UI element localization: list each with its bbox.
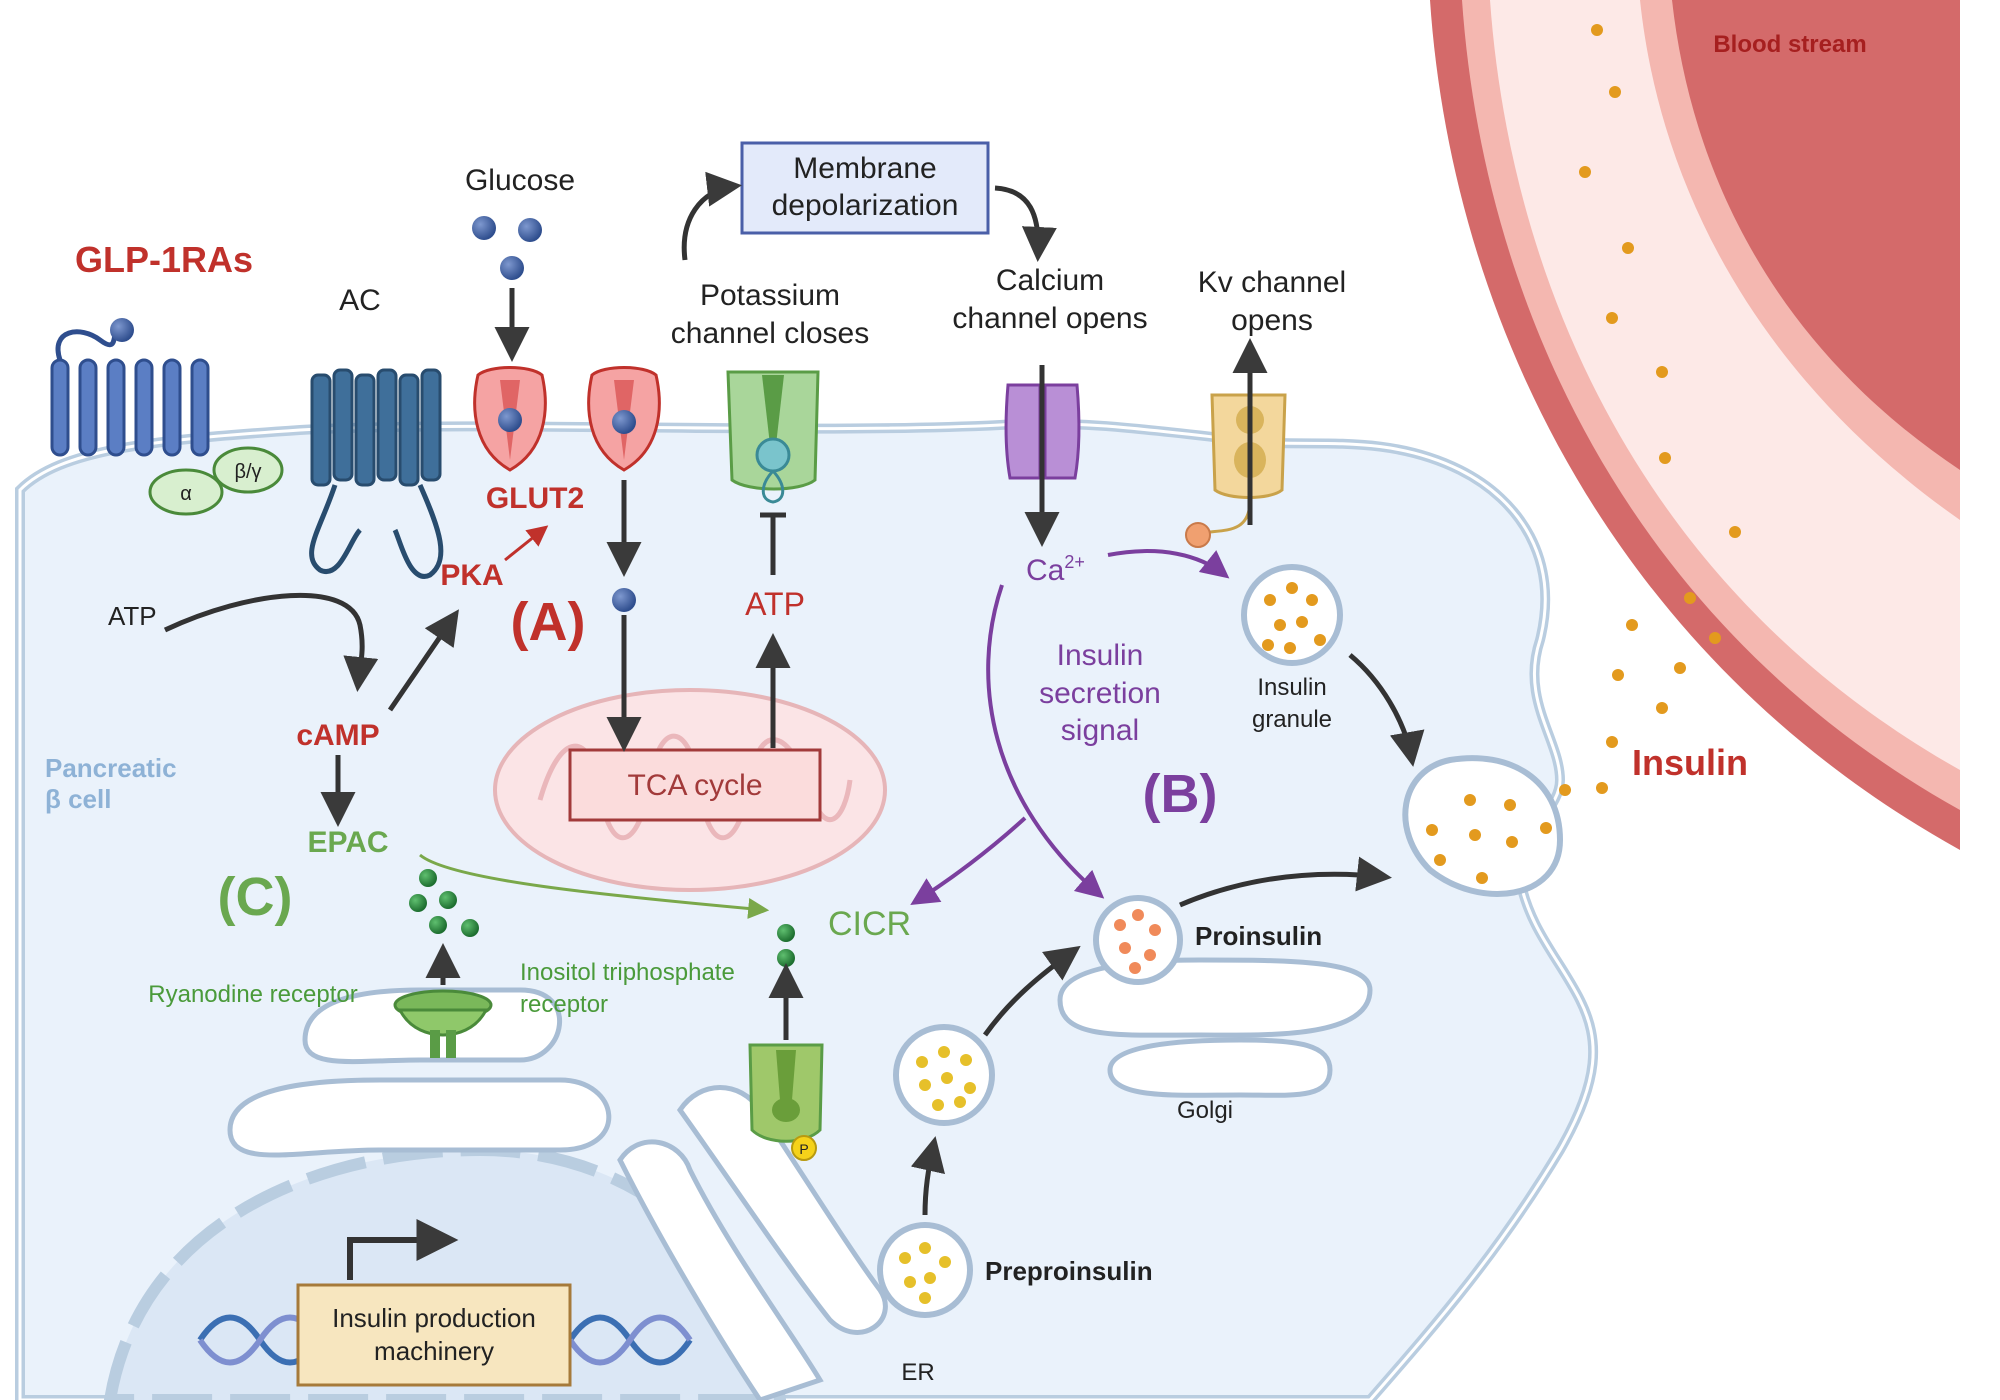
ryanodine-label: Ryanodine receptor xyxy=(148,981,357,1008)
calcium-channel xyxy=(1004,383,1081,480)
preproinsulin-to-vesicle-arrow xyxy=(910,1136,946,1216)
k-to-depol-arrow xyxy=(681,171,742,261)
endoplasmic-reticulum xyxy=(227,987,888,1400)
insulin-granule-line1: Insulin xyxy=(1257,674,1326,701)
tca-cycle-label: TCA cycle xyxy=(627,769,762,802)
insulin-signal-line1: Insulin xyxy=(1057,639,1144,672)
blood-vessel xyxy=(1430,0,2000,1400)
glucose-molecule xyxy=(518,218,542,242)
insulin-signal-line3: signal xyxy=(1061,714,1139,747)
proinsulin-vesicle xyxy=(1093,895,1183,985)
transcription-arrow xyxy=(347,1219,459,1280)
membrane-depol-line2: depolarization xyxy=(772,189,959,222)
ca-to-proinsulin-arrow xyxy=(986,584,1105,899)
atp-mid-label: ATP xyxy=(745,586,805,622)
marker-c: (C) xyxy=(218,867,293,927)
vesicle-to-golgi-arrow xyxy=(982,945,1081,1037)
dna-helix-right xyxy=(567,1314,693,1366)
g-protein: α β/γ xyxy=(148,446,284,516)
depol-to-ca-arrow xyxy=(994,185,1057,262)
proinsulin-label: Proinsulin xyxy=(1195,921,1322,951)
glut2-transporter xyxy=(473,366,661,472)
insulin-granule-line2: granule xyxy=(1252,706,1332,733)
membrane-depol-line1: Membrane xyxy=(793,152,936,185)
potassium-channel xyxy=(726,370,820,504)
cicr-label: CICR xyxy=(828,905,911,943)
pancreatic-label-line2: β cell xyxy=(45,784,111,814)
pancreatic-label-line1: Pancreatic xyxy=(45,753,177,783)
pka-to-glut2-arrow xyxy=(504,525,549,562)
preproinsulin-label: Preproinsulin xyxy=(985,1256,1153,1286)
phospho-label: P xyxy=(799,1141,808,1157)
insulin-granule xyxy=(1241,564,1343,666)
adenylyl-cyclase xyxy=(309,368,444,579)
glp1-ligand xyxy=(110,318,134,342)
atp-left-label: ATP xyxy=(108,601,157,631)
ca-to-cicr-arrow xyxy=(910,816,1027,905)
pka-label: PKA xyxy=(440,559,503,592)
potassium-label-line2: channel closes xyxy=(671,317,869,350)
potassium-label-line1: Potassium xyxy=(700,279,840,312)
nucleus-box-line1: Insulin production xyxy=(332,1303,536,1333)
marker-b: (B) xyxy=(1143,764,1218,824)
tca-cycle-box: TCA cycle xyxy=(568,748,822,822)
glp1ras-label: GLP-1RAs xyxy=(75,239,253,280)
kv-label-line2: opens xyxy=(1231,304,1313,337)
insulin-production-box: Insulin production machinery xyxy=(296,1283,572,1387)
camp-label: cAMP xyxy=(296,719,379,752)
transport-vesicle xyxy=(893,1024,995,1126)
ac-label: AC xyxy=(339,284,381,317)
proinsulin-to-exocytosis-arrow xyxy=(1179,856,1392,908)
golgi-label: Golgi xyxy=(1177,1097,1233,1124)
membrane-depolarization-box: Membrane depolarization xyxy=(740,141,990,235)
blood-stream-label: Blood stream xyxy=(1713,31,1866,58)
beta-gamma-subunit-label: β/γ xyxy=(234,461,261,483)
glucose-label: Glucose xyxy=(465,164,575,197)
released-insulin xyxy=(1426,24,1741,884)
glp1-receptor xyxy=(50,318,210,457)
epac-label: EPAC xyxy=(307,826,388,859)
nucleus-box-line2: machinery xyxy=(374,1336,494,1366)
ca-to-granule-arrow xyxy=(1107,549,1230,579)
ip3-receptor: P xyxy=(748,1043,824,1161)
alpha-subunit-label: α xyxy=(180,483,192,505)
calcium-released-right xyxy=(777,924,795,967)
ryanodine-receptor xyxy=(393,989,493,1058)
calcium-ion-label: Ca2+ xyxy=(1026,552,1085,587)
insulin-signal-line2: secretion xyxy=(1039,677,1161,710)
ip3-label-line2: receptor xyxy=(520,991,608,1018)
atp-to-camp-arrow xyxy=(163,592,379,692)
granule-to-exocytosis-arrow xyxy=(1348,653,1425,767)
glucose-molecule xyxy=(472,216,496,240)
marker-a: (A) xyxy=(511,592,586,652)
camp-to-pka-arrow xyxy=(387,609,459,712)
calcium-label-line1: Calcium xyxy=(996,264,1104,297)
epac-to-cicr-arrow xyxy=(419,853,770,919)
preproinsulin-vesicle xyxy=(877,1222,973,1318)
insulin-label: Insulin xyxy=(1632,742,1748,783)
er-label: ER xyxy=(901,1359,934,1386)
glut2-label: GLUT2 xyxy=(486,482,584,515)
glucose-molecule xyxy=(500,256,524,280)
glucose-intracellular xyxy=(612,588,636,612)
ip3-label-line1: Inositol triphosphate xyxy=(520,959,735,986)
calcium-released-left xyxy=(409,869,479,937)
calcium-label-line2: channel opens xyxy=(952,302,1147,335)
kv-label-line1: Kv channel xyxy=(1198,266,1346,299)
